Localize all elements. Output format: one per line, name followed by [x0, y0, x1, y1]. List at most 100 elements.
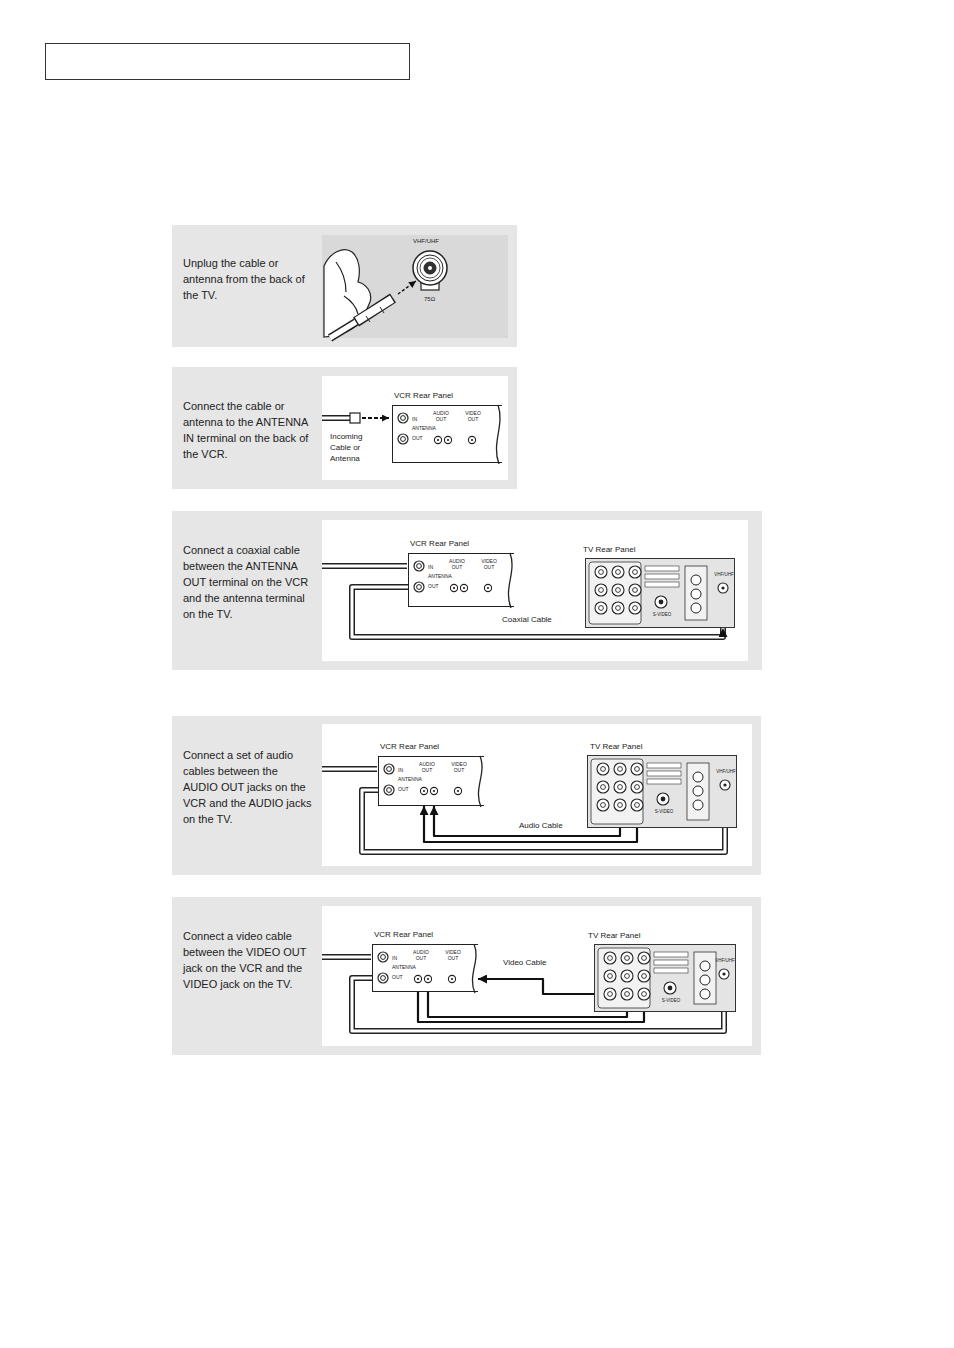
jack-label: ANTENNA	[428, 573, 452, 579]
vcr-node: VCR Rear PanelINANTENNAOUTAUDIO OUTVIDEO…	[378, 740, 484, 806]
vcr-rear-panel: INANTENNAOUTAUDIO OUTVIDEO OUT	[378, 756, 484, 806]
rca-jack-core	[608, 974, 613, 979]
rca-jack	[612, 566, 624, 578]
instruction-panel: Unplug the cable or antenna from the bac…	[172, 225, 517, 347]
source-label-holder: Incoming Cable or Antenna	[330, 431, 374, 464]
jack-label-holder: S-VIDEO	[659, 998, 683, 1003]
tv-rear-panel: VHF/UHFS-VIDEO	[587, 755, 737, 828]
instruction-panel: Connect the cable or antenna to the ANTE…	[172, 367, 517, 489]
tv-node: TV Rear PanelVHF/UHF S-VIDEO	[583, 542, 735, 628]
cable-label: Audio Cable	[519, 820, 563, 831]
vhf-jack	[719, 969, 729, 979]
rca-jack-core	[642, 974, 647, 979]
antenna-jack-core	[417, 564, 422, 569]
rca-jack-core	[608, 956, 613, 961]
component-jack	[693, 772, 703, 782]
antenna-jack-core	[387, 767, 392, 772]
antenna-jack-core	[417, 585, 422, 590]
component-jack	[691, 603, 701, 613]
jack-label: IN	[392, 955, 397, 961]
rca-jack-core	[618, 785, 623, 790]
illustration-area	[322, 235, 508, 338]
rca-jack-pin	[427, 978, 429, 980]
component-plate	[694, 952, 716, 1004]
panel-heading-holder: TV Rear Panel	[583, 545, 635, 555]
cable-label-holder: Audio Cable	[517, 820, 565, 831]
rca-jack	[621, 988, 633, 1000]
antenna-jack	[378, 973, 388, 983]
panel-edge	[496, 405, 500, 464]
panel-heading-holder: VCR Rear Panel	[394, 391, 453, 401]
panel-edge	[478, 756, 482, 807]
terminal-label: 75Ω	[424, 296, 435, 303]
rca-jack	[614, 763, 626, 775]
jack-label-holder: ANTENNA	[392, 964, 416, 970]
jack-label-holder: IN	[398, 767, 403, 773]
panel-heading: TV Rear Panel	[583, 545, 635, 555]
rca-jack-core	[618, 767, 623, 772]
rca-jack-core	[625, 992, 630, 997]
component-jack	[700, 989, 710, 999]
component-jack	[693, 786, 703, 796]
rca-jack	[612, 584, 624, 596]
component-plate	[685, 566, 707, 620]
svideo-jack	[664, 982, 676, 994]
tv-node: TV Rear PanelVHF/UHF S-VIDEO	[588, 928, 736, 1012]
jack-label: AUDIO OUT	[408, 949, 434, 961]
svideo-jack	[655, 596, 667, 608]
rca-jack-core	[625, 956, 630, 961]
rca-jack-core	[635, 767, 640, 772]
rca-jack	[450, 584, 457, 591]
rca-jack-pin	[451, 978, 453, 980]
rca-jack	[434, 436, 441, 443]
rca-jack	[631, 763, 643, 775]
component-jack	[700, 975, 710, 985]
jack-label-holder: VHF/UHF	[713, 572, 735, 577]
rca-jack	[597, 781, 609, 793]
antenna-jack-core	[381, 976, 386, 981]
tv-jacks	[585, 558, 735, 628]
jack-label-holder: S-VIDEO	[652, 809, 676, 814]
rca-jack-core	[601, 803, 606, 808]
rca-jack-core	[601, 767, 606, 772]
jack-marking	[647, 771, 681, 776]
jack-label: AUDIO OUT	[428, 410, 454, 422]
panel-heading-holder: TV Rear Panel	[588, 931, 640, 941]
component-jack	[691, 589, 701, 599]
jack-label: IN	[412, 416, 417, 422]
rca-jack	[595, 602, 607, 614]
rca-jack-pin	[453, 587, 455, 589]
rca-jack	[468, 436, 475, 443]
jack-label-holder: OUT	[398, 786, 409, 792]
rca-jack	[631, 799, 643, 811]
rca-jack	[629, 602, 641, 614]
panel-edge	[472, 944, 476, 993]
component-jack	[691, 575, 701, 585]
rca-jack	[595, 566, 607, 578]
antenna-jack	[384, 785, 394, 795]
rca-jack	[595, 584, 607, 596]
rca-jack-core	[601, 785, 606, 790]
rca-jack	[621, 970, 633, 982]
jack-label-holder: S-VIDEO	[650, 612, 674, 617]
rca-jack-core	[642, 956, 647, 961]
jack-label: OUT	[412, 435, 423, 441]
header-box	[45, 43, 410, 80]
jack-label-holder: OUT	[428, 583, 439, 589]
rca-jack-core	[633, 606, 638, 611]
tv-rear-panel: VHF/UHF S-VIDEO	[585, 558, 735, 628]
jack-label: VHF/UHF	[714, 958, 736, 963]
jack-marking	[654, 952, 688, 957]
rca-jack	[604, 952, 616, 964]
jack-label: VIDEO OUT	[446, 761, 472, 773]
antenna-jack	[414, 561, 424, 571]
cable-label: Video Cable	[503, 957, 546, 968]
vhf-jack-pin	[723, 783, 726, 786]
jack-label-holder: ANTENNA	[428, 573, 452, 579]
rca-jack	[614, 799, 626, 811]
rca-jack	[629, 584, 641, 596]
antenna-jack-core	[401, 416, 406, 421]
rca-jack-pin	[463, 587, 465, 589]
jack-label: AUDIO OUT	[414, 761, 440, 773]
